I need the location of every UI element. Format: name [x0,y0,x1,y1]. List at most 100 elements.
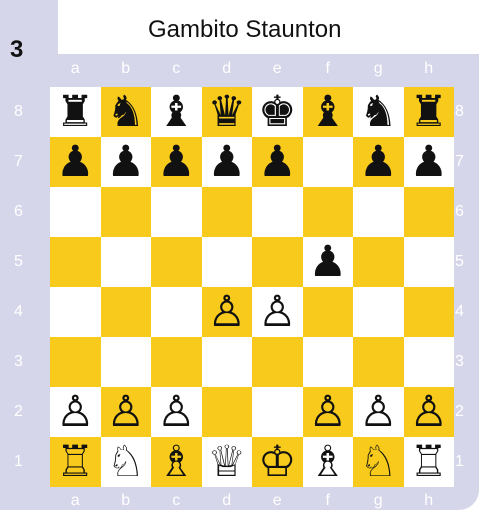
square-e3[interactable] [252,337,303,387]
square-c8[interactable]: ♝ [151,87,202,137]
square-c4[interactable] [151,287,202,337]
square-d5[interactable] [202,237,253,287]
square-h2[interactable]: ♙ [404,387,455,437]
square-c7[interactable]: ♟ [151,137,202,187]
square-g7[interactable]: ♟ [353,137,404,187]
square-c2[interactable]: ♙ [151,387,202,437]
square-f6[interactable] [303,187,354,237]
white-rook-icon[interactable]: ♖ [409,441,448,484]
square-b5[interactable] [101,237,152,287]
square-a1[interactable]: ♖ [50,437,101,487]
rank-label-left: 7 [14,153,44,171]
square-a5[interactable] [50,237,101,287]
square-a8[interactable]: ♜ [50,87,101,137]
square-g3[interactable] [353,337,404,387]
square-a6[interactable] [50,187,101,237]
black-pawn-icon[interactable]: ♟ [207,141,246,184]
square-g8[interactable]: ♞ [353,87,404,137]
square-g6[interactable] [353,187,404,237]
white-queen-icon[interactable]: ♕ [207,441,246,484]
square-h5[interactable] [404,237,455,287]
square-g5[interactable] [353,237,404,287]
square-c5[interactable] [151,237,202,287]
black-pawn-icon[interactable]: ♟ [106,141,145,184]
square-g4[interactable] [353,287,404,337]
square-d2[interactable] [202,387,253,437]
black-queen-icon[interactable]: ♛ [207,91,246,134]
square-c6[interactable] [151,187,202,237]
square-a3[interactable] [50,337,101,387]
square-c1[interactable]: ♗ [151,437,202,487]
white-pawn-icon[interactable]: ♙ [106,391,145,434]
white-knight-icon[interactable]: ♘ [359,441,398,484]
rank-label-left: 8 [14,103,44,121]
white-pawn-icon[interactable]: ♙ [56,391,95,434]
square-d7[interactable]: ♟ [202,137,253,187]
square-h1[interactable]: ♖ [404,437,455,487]
square-b1[interactable]: ♘ [101,437,152,487]
square-g1[interactable]: ♘ [353,437,404,487]
square-b4[interactable] [101,287,152,337]
white-pawn-icon[interactable]: ♙ [157,391,196,434]
square-h4[interactable] [404,287,455,337]
white-bishop-icon[interactable]: ♗ [308,441,347,484]
white-pawn-icon[interactable]: ♙ [359,391,398,434]
white-bishop-icon[interactable]: ♗ [157,441,196,484]
white-pawn-icon[interactable]: ♙ [258,291,297,334]
square-h3[interactable] [404,337,455,387]
square-f2[interactable]: ♙ [303,387,354,437]
black-bishop-icon[interactable]: ♝ [308,91,347,134]
square-e4[interactable]: ♙ [252,287,303,337]
square-a2[interactable]: ♙ [50,387,101,437]
square-b7[interactable]: ♟ [101,137,152,187]
square-d3[interactable] [202,337,253,387]
black-king-icon[interactable]: ♚ [258,91,297,134]
white-knight-icon[interactable]: ♘ [106,441,145,484]
square-d1[interactable]: ♕ [202,437,253,487]
chess-board[interactable]: ♜ ♞ ♝ ♛ ♚ ♝ ♞ ♜ ♟ ♟ ♟ ♟ ♟ ♟ ♟ ♟ ♙ ♙ ♙ ♙ ♙ ♙ ♙ ♙ ♖ ♘ ♗ ♕ ♔ ♗ ♘ ♖ [50,87,454,487]
white-pawn-icon[interactable]: ♙ [207,291,246,334]
square-a4[interactable] [50,287,101,337]
white-pawn-icon[interactable]: ♙ [308,391,347,434]
square-e6[interactable] [252,187,303,237]
black-knight-icon[interactable]: ♞ [359,91,398,134]
square-h6[interactable] [404,187,455,237]
black-pawn-icon[interactable]: ♟ [308,241,347,284]
square-f8[interactable]: ♝ [303,87,354,137]
white-pawn-icon[interactable]: ♙ [409,391,448,434]
black-bishop-icon[interactable]: ♝ [157,91,196,134]
white-king-icon[interactable]: ♔ [258,441,297,484]
black-pawn-icon[interactable]: ♟ [56,141,95,184]
black-pawn-icon[interactable]: ♟ [359,141,398,184]
square-e8[interactable]: ♚ [252,87,303,137]
black-pawn-icon[interactable]: ♟ [258,141,297,184]
black-pawn-icon[interactable]: ♟ [409,141,448,184]
black-rook-icon[interactable]: ♜ [56,91,95,134]
square-h7[interactable]: ♟ [404,137,455,187]
square-d8[interactable]: ♛ [202,87,253,137]
square-e5[interactable] [252,237,303,287]
square-e1[interactable]: ♔ [252,437,303,487]
black-knight-icon[interactable]: ♞ [106,91,145,134]
square-b6[interactable] [101,187,152,237]
square-b2[interactable]: ♙ [101,387,152,437]
square-b8[interactable]: ♞ [101,87,152,137]
square-f4[interactable] [303,287,354,337]
square-d6[interactable] [202,187,253,237]
square-e7[interactable]: ♟ [252,137,303,187]
square-b3[interactable] [101,337,152,387]
square-f3[interactable] [303,337,354,387]
black-rook-icon[interactable]: ♜ [409,91,448,134]
file-label-top: g [353,60,404,78]
square-f7[interactable] [303,137,354,187]
square-c3[interactable] [151,337,202,387]
white-rook-icon[interactable]: ♖ [56,441,95,484]
square-f5[interactable]: ♟ [303,237,354,287]
square-e2[interactable] [252,387,303,437]
square-f1[interactable]: ♗ [303,437,354,487]
square-a7[interactable]: ♟ [50,137,101,187]
square-g2[interactable]: ♙ [353,387,404,437]
black-pawn-icon[interactable]: ♟ [157,141,196,184]
square-h8[interactable]: ♜ [404,87,455,137]
square-d4[interactable]: ♙ [202,287,253,337]
